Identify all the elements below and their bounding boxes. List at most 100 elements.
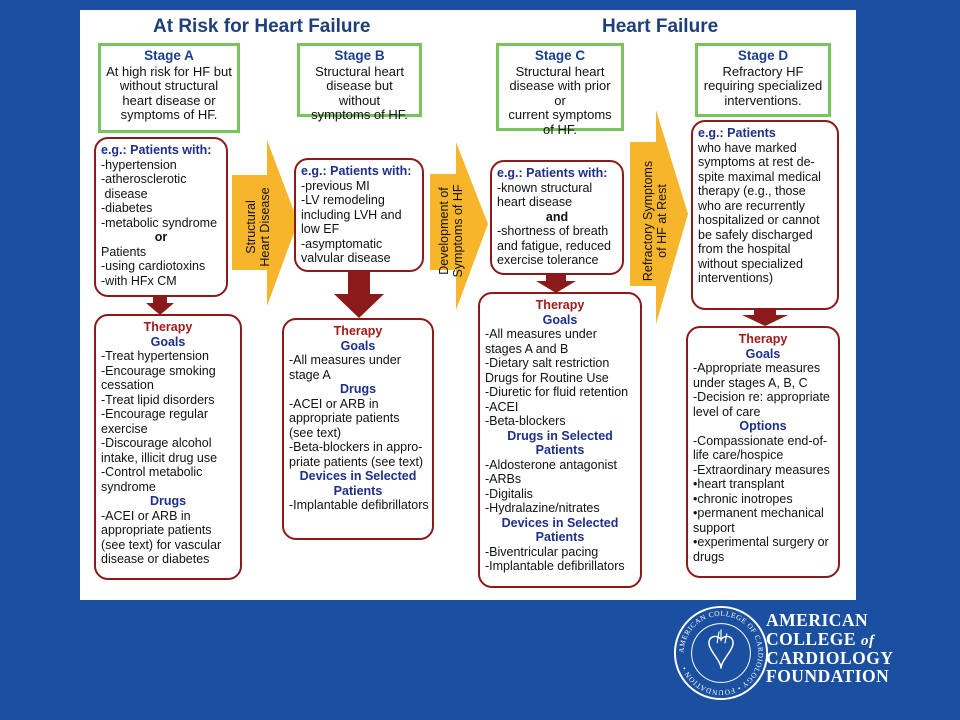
therapy-b-devices-heading: Patients <box>333 483 383 498</box>
therapy-c-device: -Implantable defibrillators <box>485 559 625 573</box>
stage-a-box: Stage A At high risk for HF but without … <box>98 43 240 133</box>
stage-d-line: Refractory HF <box>722 63 804 79</box>
therapy-c-selected-drug: -Digitalis <box>485 486 533 501</box>
therapy-d-option: -Compassionate end-of- <box>693 433 828 448</box>
therapy-d-options-heading: Options <box>739 419 787 433</box>
patients-d-item: therapy (e.g., those <box>698 184 806 198</box>
transition-arrow-1 <box>232 140 298 306</box>
stage-a-line: without structural <box>119 78 219 93</box>
patients-d-box: e.g.: Patients who have marked symptoms … <box>691 120 839 310</box>
therapy-a-goal: syndrome <box>101 479 156 494</box>
stage-c-line: of HF. <box>543 121 577 137</box>
therapy-c-goal: stages A and B <box>485 341 569 356</box>
therapy-a-goal: -Treat lipid disorders <box>101 392 215 407</box>
therapy-b-goals-heading: Goals <box>340 338 376 353</box>
transition-label-1: Structural Heart Disease <box>244 187 272 267</box>
therapy-a-goal: exercise <box>101 421 148 436</box>
therapy-d-option: •chronic inotropes <box>693 491 793 506</box>
patients-b-item: -asymptomatic <box>301 236 383 251</box>
therapy-d-option: -Extraordinary measures <box>693 462 830 477</box>
transition-arrow-2 <box>430 142 488 310</box>
patients-c-item: -known structural <box>497 180 593 195</box>
patients-d-item: who have marked <box>698 140 797 155</box>
stage-b-title: Stage B <box>334 48 385 63</box>
stage-d-line: requiring specialized <box>703 78 823 93</box>
stage-a-line: heart disease or <box>122 92 216 108</box>
therapy-c-goal: -Diuretic for fluid retention <box>485 385 629 399</box>
stage-c-title: Stage C <box>534 48 586 63</box>
therapy-c-selected-drug: -Hydralazine/nitrates <box>485 501 600 515</box>
therapy-b-drug: appropriate patients <box>289 411 400 425</box>
therapy-d-option: drugs <box>693 549 725 564</box>
therapy-d-option: life care/hospice <box>693 448 784 462</box>
transition-label-2: Development of Symptoms of HF <box>437 184 465 278</box>
stage-a-line: At high risk for HF but <box>106 63 232 79</box>
stage-d-line: interventions. <box>724 92 802 108</box>
org-name-of: of <box>860 633 875 649</box>
transition-arrow-3 <box>630 110 688 324</box>
patients-a-item: -using cardiotoxins <box>101 259 206 273</box>
therapy-d-goal: under stages A, B, C <box>693 375 808 390</box>
patients-a-item: -metabolic syndrome <box>101 215 218 230</box>
stage-b-line: symptoms of HF. <box>311 107 408 122</box>
at-risk-heading: At Risk for Heart Failure <box>153 16 371 37</box>
therapy-a-goal: -Discourage alcohol <box>101 436 212 450</box>
patients-b-item: low EF <box>301 222 340 236</box>
therapy-b-goal: stage A <box>289 367 331 382</box>
patients-d-item: without specialized <box>698 256 803 271</box>
patients-b-item: -LV remodeling <box>301 193 385 207</box>
org-name-college: COLLEGE <box>766 629 857 649</box>
therapy-d-goal: -Appropriate measures <box>693 361 821 375</box>
patients-c-item: and fatigue, reduced <box>497 238 611 253</box>
therapy-c-device: -Biventricular pacing <box>485 544 599 559</box>
therapy-b-device: -Implantable defibrillators <box>289 498 429 512</box>
patients-a-item: -with HFx CM <box>101 273 177 288</box>
therapy-c-goal: -All measures under <box>485 327 597 341</box>
therapy-c-goal: Drugs for Routine Use <box>485 370 609 385</box>
transition-label-3: Refractory Symptoms of HF at Rest <box>641 160 669 282</box>
stage-b-line: Structural heart <box>315 63 404 79</box>
therapy-c-goals-heading: Goals <box>542 312 578 327</box>
therapy-a-drugs-heading: Drugs <box>149 494 187 508</box>
patients-d-item: spite maximal medical <box>698 169 821 184</box>
flowchart-panel: At Risk for Heart Failure Heart Failure … <box>80 10 856 600</box>
org-name-line-3: CARDIOLOGY <box>766 648 894 668</box>
patients-d-header: e.g.: Patients <box>698 126 776 140</box>
therapy-d-title: Therapy <box>738 332 788 346</box>
patients-a-header: e.g.: Patients with: <box>101 143 212 157</box>
therapy-a-title: Therapy <box>143 320 193 334</box>
therapy-a-box: Therapy Goals -Treat hypertension -Encou… <box>94 314 242 580</box>
stage-b-line: disease but without <box>326 78 393 108</box>
stage-c-box: Stage C Structural heart disease with pr… <box>496 43 624 136</box>
therapy-c-devices-heading: Patients <box>535 530 585 544</box>
therapy-a-goal: -Treat hypertension <box>101 349 209 363</box>
therapy-a-goal: intake, illicit drug use <box>101 450 218 465</box>
therapy-d-option: •experimental surgery or <box>693 535 829 549</box>
patients-c-item: heart disease <box>497 195 573 209</box>
therapy-b-drug: (see text) <box>289 425 342 440</box>
patients-c-box: e.g.: Patients with: -known structural h… <box>490 160 624 275</box>
therapy-b-goal: -All measures under <box>289 353 401 367</box>
patients-b-item: including LVH and <box>301 207 402 222</box>
therapy-b-drug: -ACEI or ARB in <box>289 396 379 411</box>
patients-b-item: -previous MI <box>301 178 370 193</box>
patients-c-item: -shortness of breath <box>497 224 609 238</box>
stage-a-line: symptoms of HF. <box>120 107 218 122</box>
patients-a-or: or <box>154 230 168 244</box>
patients-a-item: Patients <box>101 244 147 259</box>
therapy-d-box: Therapy Goals -Appropriate measures unde… <box>686 326 840 578</box>
down-arrow-a <box>146 297 174 315</box>
org-name-line-1: AMERICAN <box>766 610 869 630</box>
therapy-a-goals-heading: Goals <box>150 334 186 349</box>
therapy-c-goal: -Dietary salt restriction <box>485 356 610 370</box>
patients-c-item: exercise tolerance <box>497 253 599 267</box>
therapy-c-selected-heading: Drugs in Selected <box>507 428 613 443</box>
therapy-b-devices-heading: Devices in Selected <box>299 469 417 483</box>
therapy-d-option: •permanent mechanical <box>693 506 824 520</box>
therapy-c-goal: -Beta-blockers <box>485 414 566 428</box>
therapy-b-drug: priate patients (see text) <box>289 454 424 469</box>
patients-d-item: hospitalized or cannot <box>698 213 820 227</box>
org-name-line-2: COLLEGE of <box>766 630 874 650</box>
therapy-d-option: support <box>693 520 735 535</box>
therapy-b-drug: -Beta-blockers in appro- <box>289 440 423 454</box>
